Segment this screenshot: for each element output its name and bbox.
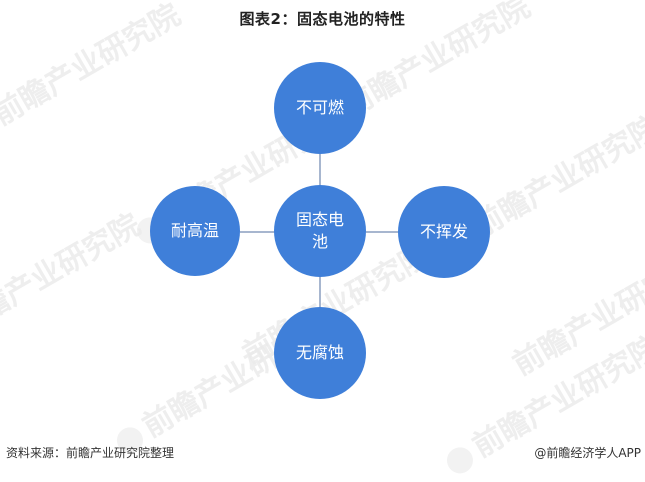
credit-note: @前瞻经济学人APP	[534, 446, 641, 460]
connector-top	[319, 154, 321, 186]
chart-title: 图表2：固态电池的特性	[239, 10, 406, 28]
node-bottom: 无腐蚀	[274, 307, 366, 399]
connector-left	[240, 231, 275, 233]
node-top: 不可燃	[274, 62, 366, 154]
node-left-label: 耐高温	[170, 221, 219, 240]
node-center-label: 固态电池	[295, 210, 344, 251]
node-top-label: 不可燃	[295, 98, 344, 117]
characteristics-diagram: 不可燃 固态电池 耐高温 不挥发 无腐蚀	[150, 62, 490, 399]
connector-bottom	[319, 276, 321, 308]
node-right: 不挥发	[398, 186, 490, 278]
source-note: 资料来源：前瞻产业研究院整理	[6, 446, 175, 460]
node-center: 固态电池	[274, 185, 366, 277]
node-bottom-label: 无腐蚀	[295, 343, 344, 362]
node-left: 耐高温	[150, 186, 240, 276]
connector-right	[366, 231, 399, 233]
node-right-label: 不挥发	[419, 222, 468, 241]
